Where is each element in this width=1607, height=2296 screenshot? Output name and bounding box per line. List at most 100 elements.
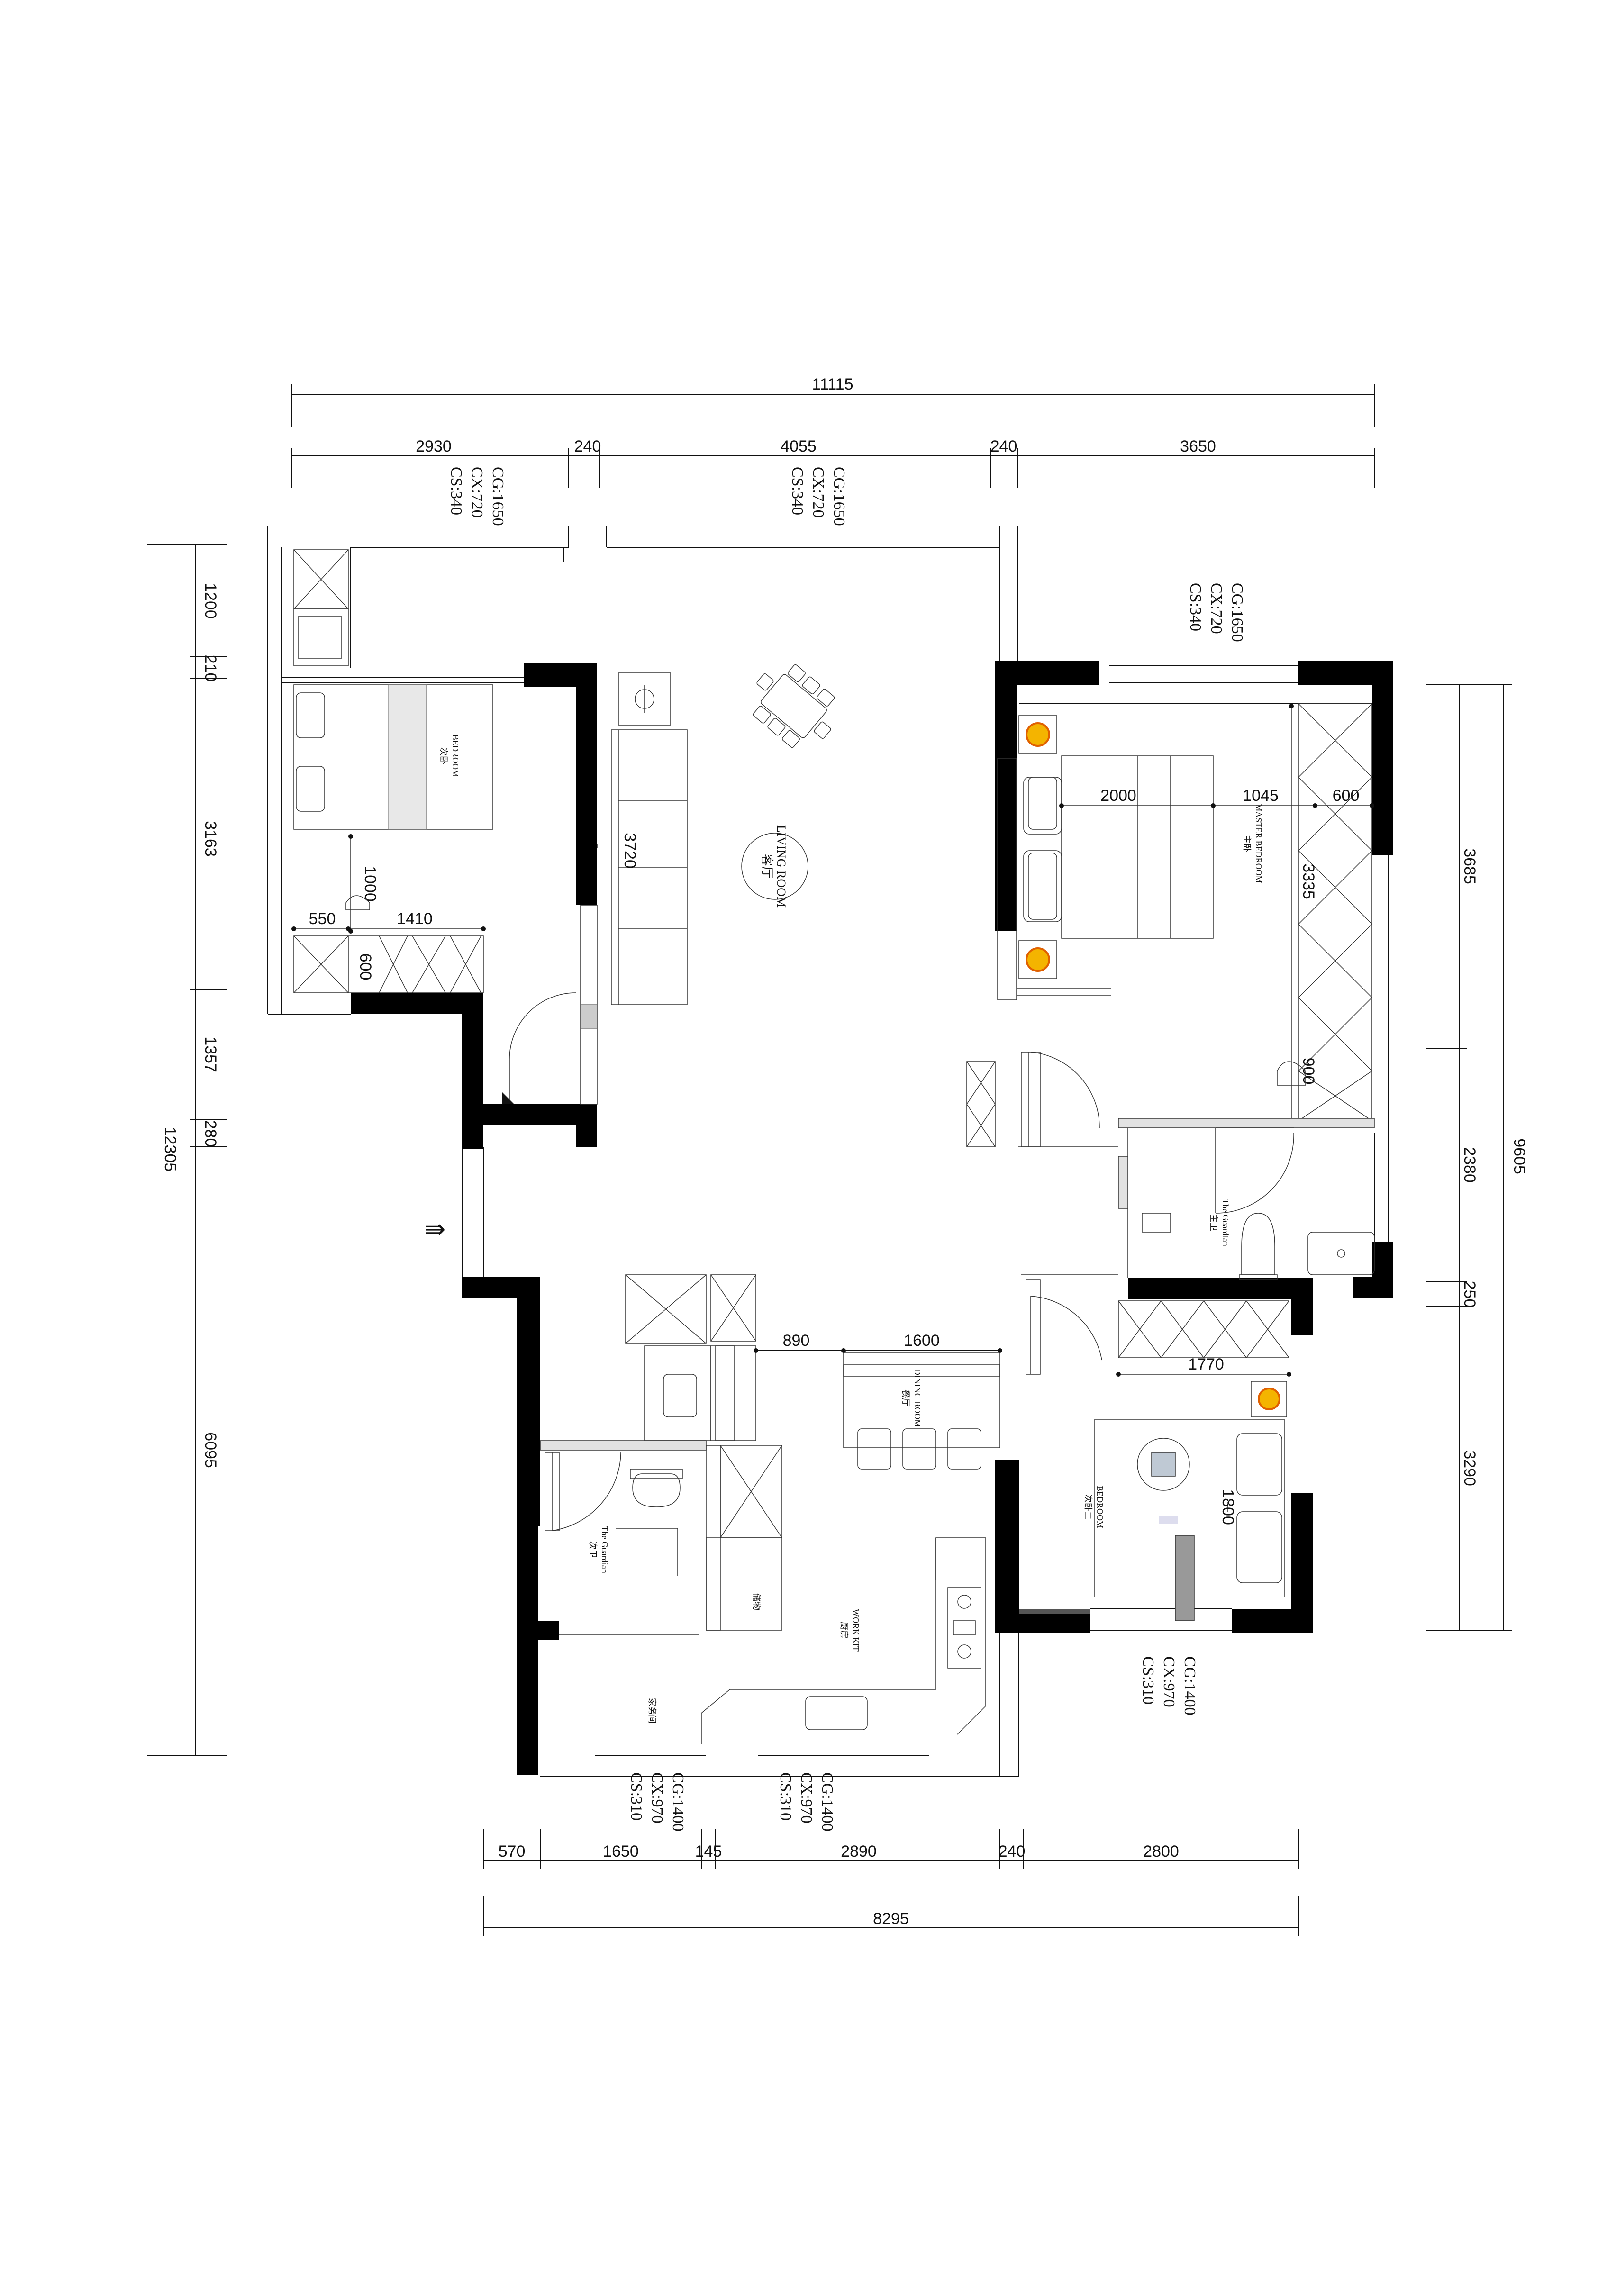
room-label-kitchen-zh: 厨房 bbox=[839, 1622, 849, 1639]
room-label-bath-master-en: The Guardian bbox=[1221, 1199, 1230, 1246]
dim-bed3-b: 1800 bbox=[1219, 1489, 1237, 1525]
dim-left-seg-1: 1200 bbox=[201, 583, 219, 619]
svg-text:CX:720: CX:720 bbox=[1208, 583, 1225, 634]
svg-text:CS:340: CS:340 bbox=[447, 467, 465, 515]
wardrobe bbox=[293, 935, 484, 993]
room-label-bedroom-left-zh: 次卧 bbox=[439, 747, 448, 764]
dim-top-seg-1: 2930 bbox=[416, 437, 452, 455]
dim-dining-b: 1600 bbox=[904, 1332, 940, 1350]
svg-text:CG:1650: CG:1650 bbox=[489, 467, 507, 526]
dining-kitchen: 890 1600 DINING ROOM 餐厅 储物 WORK KIT 厨房 家… bbox=[559, 1274, 1002, 1730]
side-table bbox=[618, 672, 671, 726]
dim-bed-left-a: 1000 bbox=[361, 866, 379, 902]
dim-left-seg-3: 3163 bbox=[201, 821, 219, 857]
room-label-bedroom3-zh: 次卧二 bbox=[1083, 1494, 1093, 1520]
dim-right-seg-4: 3290 bbox=[1461, 1450, 1479, 1486]
room-label-dining-en: DINING ROOM bbox=[913, 1369, 922, 1427]
bedroom3-wardrobe bbox=[1118, 1300, 1289, 1358]
dim-master-c: 600 bbox=[1333, 787, 1360, 805]
svg-text:CX:970: CX:970 bbox=[798, 1772, 815, 1824]
shoe-cabinet bbox=[966, 1061, 996, 1147]
dim-top-seg-5: 3650 bbox=[1180, 437, 1216, 455]
svg-text:CS:310: CS:310 bbox=[777, 1772, 794, 1821]
coffee-table bbox=[741, 833, 808, 900]
dim-master-d: 3335 bbox=[1299, 863, 1317, 899]
svg-text:CX:720: CX:720 bbox=[809, 467, 827, 518]
guest-bath: The Guardian 次卫 bbox=[540, 1440, 707, 1576]
dining-chair bbox=[947, 1428, 981, 1470]
svg-text:CG:1650: CG:1650 bbox=[1228, 583, 1246, 642]
laundry-sink-icon bbox=[805, 1696, 868, 1730]
dim-right-total: 9605 bbox=[1510, 1138, 1528, 1174]
sink-icon bbox=[663, 1374, 697, 1417]
svg-text:CG:1400: CG:1400 bbox=[669, 1772, 687, 1832]
room-label-living-zh: 客厅 bbox=[760, 854, 774, 879]
svg-text:CS:310: CS:310 bbox=[1139, 1656, 1157, 1705]
dim-bottom-seg-4: 2890 bbox=[841, 1842, 877, 1860]
dim-left-seg-6: 6095 bbox=[201, 1432, 219, 1468]
svg-text:CG:1400: CG:1400 bbox=[1181, 1656, 1198, 1715]
room-label-bath-guest-zh: 次卫 bbox=[588, 1541, 598, 1558]
dim-sofa-length: 3720 bbox=[621, 833, 639, 869]
bottom-dimensions: 570 1650 145 2890 240 2800 8295 bbox=[483, 1829, 1299, 1936]
pillow bbox=[1236, 1511, 1282, 1583]
dim-right-seg-1: 3685 bbox=[1461, 848, 1479, 884]
toilet-icon bbox=[632, 1473, 681, 1507]
bedroom-3: 1770 1800 BEDROOM 次卧二 bbox=[1019, 1274, 1291, 1621]
room-label-dining-zh: 餐厅 bbox=[901, 1389, 910, 1407]
svg-text:CG:1400: CG:1400 bbox=[818, 1772, 836, 1832]
dim-left-seg-2: 210 bbox=[201, 655, 219, 682]
entrance-arrow-icon: ⇛ bbox=[424, 1215, 445, 1243]
room-label-kitchen-en: WORK KIT bbox=[851, 1609, 861, 1651]
structural-walls bbox=[351, 661, 1393, 1775]
top-dimensions: 11115 2930 240 4055 240 3650 bbox=[291, 375, 1375, 488]
master-bedroom: MASTER BEDROOM 主卧 2000 1045 600 3335 900 bbox=[966, 703, 1374, 1147]
room-label-bath-guest-en: The Guardian bbox=[600, 1526, 609, 1573]
dim-left-total: 12305 bbox=[161, 1127, 179, 1172]
dim-top-total: 11115 bbox=[812, 375, 853, 393]
dining-chair bbox=[857, 1428, 891, 1470]
dining-table bbox=[843, 1352, 1000, 1448]
lamp-icon bbox=[1026, 722, 1050, 747]
pillow bbox=[1023, 777, 1062, 835]
svg-text:CG:1650: CG:1650 bbox=[830, 467, 848, 526]
top-left-utility bbox=[293, 549, 349, 666]
dining-chair bbox=[902, 1428, 936, 1470]
svg-text:CS:340: CS:340 bbox=[1187, 583, 1204, 631]
svg-text:CS:340: CS:340 bbox=[789, 467, 806, 515]
room-label-living-en: LIVING ROOM bbox=[774, 825, 788, 908]
svg-text:CX:970: CX:970 bbox=[1160, 1656, 1178, 1707]
dim-bed3-a: 1770 bbox=[1188, 1355, 1224, 1373]
room-label-bedroom-left-en: BEDROOM bbox=[451, 735, 460, 777]
window-spec-bottom-left: CG:1400 CX:970 CS:310 bbox=[627, 1772, 687, 1832]
pillow bbox=[1023, 850, 1062, 922]
dim-top-seg-2: 240 bbox=[574, 437, 601, 455]
window-spec-bottom-right: CG:1400 CX:970 CS:310 bbox=[777, 1772, 836, 1832]
dim-bed-left-b: 550 bbox=[309, 910, 336, 928]
dim-top-seg-3: 4055 bbox=[781, 437, 817, 455]
sink-icon bbox=[1307, 1232, 1375, 1275]
room-label-bedroom3-en: BEDROOM bbox=[1095, 1486, 1105, 1528]
bedroom-left: BEDROOM 次卧 1000 550 1410 600 bbox=[282, 677, 576, 1104]
room-label-bath-master-zh: 主卫 bbox=[1209, 1214, 1218, 1231]
living-room: 3720 LIVING ROOM 客厅 ⇛ bbox=[424, 664, 835, 1243]
svg-text:CX:720: CX:720 bbox=[468, 467, 486, 518]
room-label-laundry: 家务间 bbox=[647, 1698, 657, 1724]
toilet-icon bbox=[1241, 1213, 1275, 1275]
window-spec-master: CG:1650 CX:720 CS:340 bbox=[1187, 583, 1246, 642]
master-bath: The Guardian 主卫 bbox=[1118, 1118, 1375, 1280]
dim-dining-a: 890 bbox=[783, 1332, 810, 1350]
dim-bed-left-d: 600 bbox=[356, 953, 374, 980]
window-spec-bedroom3: CG:1400 CX:970 CS:310 bbox=[1139, 1656, 1198, 1715]
right-dimensions: 9605 3685 2380 250 3290 bbox=[1426, 684, 1528, 1631]
dim-left-seg-4: 1357 bbox=[201, 1036, 219, 1072]
svg-text:CX:970: CX:970 bbox=[648, 1772, 666, 1824]
lamp-icon bbox=[1258, 1388, 1280, 1410]
svg-text:CS:310: CS:310 bbox=[627, 1772, 645, 1821]
window-spec-top-left: CG:1650 CX:720 CS:340 bbox=[447, 467, 507, 526]
dim-top-seg-4: 240 bbox=[990, 437, 1017, 455]
storage-label: 储物 bbox=[752, 1593, 761, 1610]
dim-master-a: 2000 bbox=[1100, 787, 1136, 805]
pillow bbox=[1236, 1433, 1282, 1496]
